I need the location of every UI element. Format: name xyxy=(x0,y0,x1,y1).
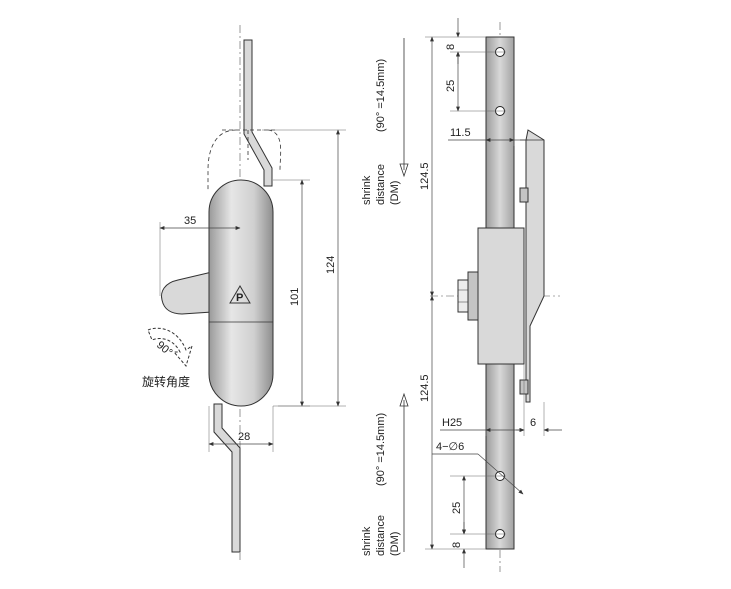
dim-11-5: 11.5 xyxy=(448,127,528,146)
shrink-top-line1: shrink xyxy=(361,175,373,205)
dim-25-top: 25 xyxy=(445,51,494,112)
handle-profile xyxy=(525,129,545,403)
handle-lug-top xyxy=(519,187,529,203)
shrink-top-line3: (DM) xyxy=(389,181,401,205)
dim-35-label: 35 xyxy=(184,215,196,227)
dim-8-bottom: 8 xyxy=(451,522,466,568)
dim-124-5-bottom: 124.5 xyxy=(419,295,486,550)
brand-logo-letter: P xyxy=(236,292,243,304)
dim-124: 124 xyxy=(262,129,346,407)
dim-8-top-label: 8 xyxy=(445,44,457,50)
dim-28: 28 xyxy=(208,406,274,452)
dim-h25: H25 xyxy=(440,364,525,436)
shrink-bottom-line3: (DM) xyxy=(389,532,401,556)
rotation-arrow-icon: 90° xyxy=(147,327,193,368)
shrink-notes: shrink distance (DM) (90° =14.5mm) shrin… xyxy=(361,38,409,556)
rod-ghost-outline xyxy=(207,129,237,190)
rotation-angle: 90° xyxy=(154,339,174,359)
bottom-rod xyxy=(213,403,241,553)
left-view: P 35 28 101 124 xyxy=(142,25,346,560)
dim-h25-label: H25 xyxy=(442,417,462,429)
lock-housing xyxy=(477,227,525,365)
right-view: 8 25 124.5 11.5 124.5 xyxy=(419,18,562,572)
dim-101-label: 101 xyxy=(289,288,301,306)
brand-logo: P xyxy=(229,285,251,304)
hole-spec-leader: 4−∅6 xyxy=(432,441,524,495)
hole-spec-label: 4−∅6 xyxy=(436,441,464,453)
brand-triangle-icon xyxy=(229,285,251,304)
dim-8-top: 8 xyxy=(425,18,494,64)
dim-35: 35 xyxy=(159,215,241,296)
dim-124-label: 124 xyxy=(325,256,337,274)
shrink-top-line2: distance xyxy=(375,164,387,205)
top-rod xyxy=(243,39,273,187)
washer xyxy=(467,271,479,321)
dim-124-5-bottom-label: 124.5 xyxy=(419,374,431,402)
dim-28-label: 28 xyxy=(238,431,250,443)
dim-11-5-label: 11.5 xyxy=(450,127,471,139)
dim-6-label: 6 xyxy=(530,417,536,429)
shrink-bottom-line1: shrink xyxy=(361,526,373,556)
dim-124-5-top-label: 124.5 xyxy=(419,162,431,190)
lock-body xyxy=(208,179,274,407)
dim-6: 6 xyxy=(516,402,562,436)
dim-124-5-top: 124.5 xyxy=(419,36,434,297)
dim-25-bottom-label: 25 xyxy=(451,502,463,514)
shrink-bottom-line2: distance xyxy=(375,515,387,556)
shrink-top-note: (90° =14.5mm) xyxy=(375,59,387,132)
dim-101: 101 xyxy=(273,179,310,407)
rod-ghost-outline-right xyxy=(267,129,282,171)
dim-8-bottom-label: 8 xyxy=(451,542,463,548)
shrink-bottom-note: (90° =14.5mm) xyxy=(375,413,387,486)
lever-handle xyxy=(161,271,213,315)
rotation-label: 旋转角度 xyxy=(142,374,190,389)
dim-25-top-label: 25 xyxy=(445,80,457,92)
